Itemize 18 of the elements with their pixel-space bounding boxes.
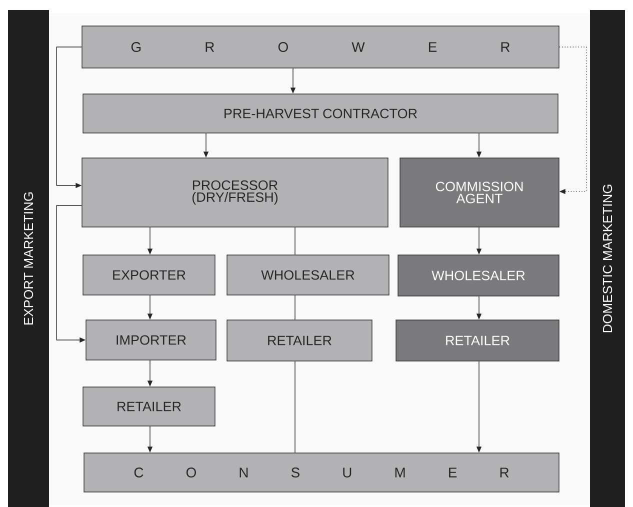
stage-box: EXPORTER xyxy=(82,254,216,296)
stage-box: C O N S U M E R xyxy=(84,452,560,492)
stage-box: RETAILER xyxy=(396,320,560,362)
stage-box: RETAILER xyxy=(226,320,372,362)
side-band: DOMESTIC MARKETING xyxy=(590,10,625,507)
side-band: EXPORT MARKETING xyxy=(8,10,49,507)
stage-box: WHOLESALER xyxy=(398,254,560,296)
stage-box: WHOLESALER xyxy=(226,254,390,296)
connector-line xyxy=(294,227,296,255)
stage-box: COMMISSION AGENT xyxy=(400,158,560,228)
connector-line xyxy=(294,361,296,453)
stage-box: PRE-HARVEST CONTRACTOR xyxy=(82,94,558,134)
connector-line xyxy=(294,295,296,320)
stage-box: IMPORTER xyxy=(86,320,216,360)
arrow xyxy=(559,46,587,194)
stage-box: G R O W E R xyxy=(82,26,560,68)
stage-box: RETAILER xyxy=(82,386,216,426)
stage-box: PROCESSOR (DRY/FRESH) xyxy=(82,158,388,228)
